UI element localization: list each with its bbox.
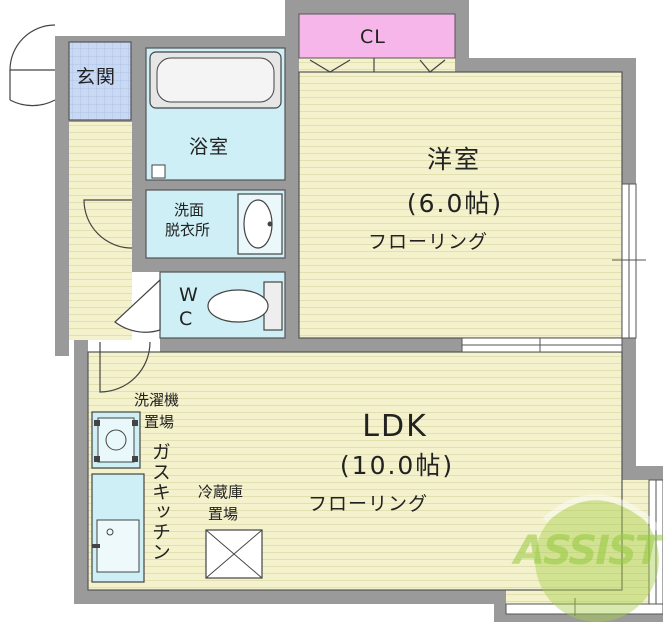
closet-label: CL [360,26,386,48]
watermark-text: ASSIST [514,528,662,574]
fridge-label-1: 冷蔵庫 [198,483,244,501]
western-room-floor: フローリング [368,231,489,253]
toilet [207,281,283,331]
doors [9,24,446,393]
washbasin [237,193,283,255]
windows [461,183,663,616]
western-room-floor [299,72,622,338]
ldk-floor [88,352,622,590]
washroom-label-2: 脱衣所 [165,221,211,239]
corridor-floor [69,122,132,340]
fridge-label-2: 置場 [208,505,239,523]
washer-label-2: 置場 [144,413,175,431]
closet-floor [298,13,456,59]
gas-kitchen-label: ガスキッチン [148,442,171,562]
fridge-space [205,529,263,579]
ldk-floor: フローリング [308,493,429,515]
ldk-label: LDK [362,409,428,444]
wc-label-1: W [179,284,199,306]
watermark-logo [535,494,663,622]
bathroom-label: 浴室 [189,136,230,158]
entrance-label: 玄関 [76,66,117,88]
washer-label-1: 洗濯機 [134,391,180,409]
washroom-label-1: 洗面 [174,201,205,219]
entrance-floor [69,42,131,120]
western-room-size: (6.0帖) [406,189,504,218]
wc-label-2: C [179,308,194,330]
ldk-size: (10.0帖) [339,451,455,480]
washer-space [91,411,141,469]
western-room-label: 洋室 [426,145,481,174]
bathtub [149,51,282,109]
kitchen-counter [91,473,145,583]
